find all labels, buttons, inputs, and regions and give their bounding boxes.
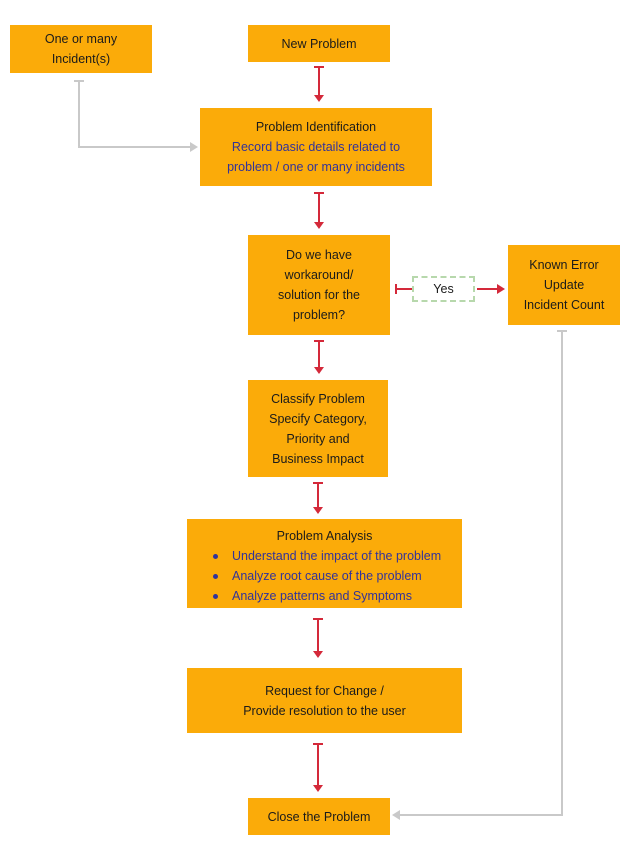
node-text-line: Classify Problem <box>271 391 365 406</box>
bullet-item: Analyze patterns and Symptoms <box>187 586 462 606</box>
incidents-link-vertical <box>78 80 80 148</box>
bullet-icon <box>213 593 218 599</box>
node-text-line: workaround/ <box>284 268 354 282</box>
bullet-item: Understand the impact of the problem <box>187 546 462 566</box>
node-text-line: One or many <box>44 32 118 46</box>
node-workaround-decision: Do we have workaround/ solution for the … <box>248 235 390 335</box>
incidents-link-horizontal <box>78 146 190 148</box>
arrow-identification-to-decision-icon <box>314 192 324 229</box>
node-text-line: Priority and <box>286 431 350 446</box>
node-close-problem: Close the Problem <box>248 798 390 835</box>
node-text-line: Known Error <box>529 258 599 272</box>
bullet-text: Analyze root cause of the problem <box>232 569 422 583</box>
yes-label-box: Yes <box>412 276 475 302</box>
node-known-error: Known Error Update Incident Count <box>508 245 620 325</box>
arrow-classify-to-analysis-icon <box>313 482 323 514</box>
known-error-link-horizontal <box>399 814 563 816</box>
node-text-line: Update <box>543 278 585 292</box>
node-text-line: Business Impact <box>272 451 364 466</box>
node-title: Problem Identification <box>255 120 377 134</box>
bullet-icon <box>213 553 218 559</box>
yes-branch-line-left <box>395 288 412 290</box>
node-text-line: New Problem <box>281 36 357 51</box>
bullet-text: Understand the impact of the problem <box>232 549 442 563</box>
node-classify-problem: Classify Problem Specify Category, Prior… <box>248 380 388 477</box>
node-text-line: Close the Problem <box>267 809 371 824</box>
node-request-for-change: Request for Change / Provide resolution … <box>187 668 462 733</box>
bullet-item: Analyze root cause of the problem <box>187 566 462 586</box>
node-text-line: Incident Count <box>523 298 605 312</box>
yes-label: Yes <box>433 282 454 296</box>
node-title: Problem Analysis <box>276 529 373 543</box>
arrow-decision-to-classify-icon <box>314 340 324 374</box>
incidents-link-arrowhead-icon <box>190 142 198 152</box>
node-text-line: Record basic details related to <box>231 140 401 154</box>
arrow-new-problem-to-identification-icon <box>314 66 324 102</box>
node-text-line: Provide resolution to the user <box>243 703 406 718</box>
yes-branch-arrowhead-icon <box>497 284 505 294</box>
node-text-line: Request for Change / <box>265 683 384 698</box>
node-text-line: Incident(s) <box>51 52 111 66</box>
bullet-text: Analyze patterns and Symptoms <box>232 589 412 603</box>
yes-branch-line-right <box>477 288 497 290</box>
node-problem-analysis: Problem Analysis Understand the impact o… <box>187 519 462 608</box>
node-text-line: solution for the <box>278 288 360 302</box>
node-text-line: Specify Category, <box>269 411 367 426</box>
arrow-rfc-to-close-icon <box>313 743 323 792</box>
known-error-link-vertical <box>561 330 563 816</box>
node-one-or-many-incidents: One or many Incident(s) <box>10 25 152 73</box>
known-error-link-arrowhead-icon <box>392 810 400 820</box>
node-problem-identification: Problem Identification Record basic deta… <box>200 108 432 186</box>
node-text-line: problem / one or many incidents <box>227 160 405 174</box>
node-text-line: problem? <box>292 308 346 322</box>
node-new-problem: New Problem <box>248 25 390 62</box>
bullet-icon <box>213 573 218 579</box>
arrow-analysis-to-rfc-icon <box>313 618 323 658</box>
node-text-line: Do we have <box>285 248 352 262</box>
